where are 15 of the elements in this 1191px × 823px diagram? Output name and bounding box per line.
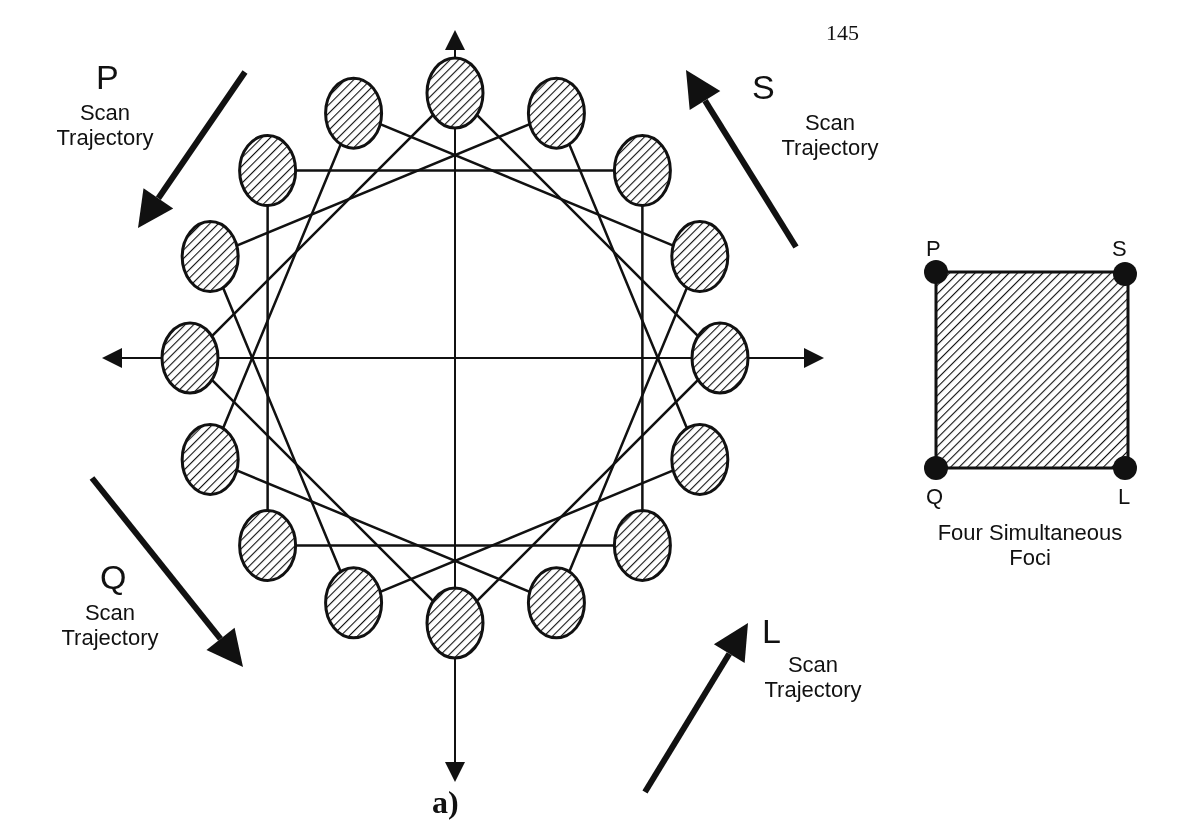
scan-text: Scan Trajectory <box>763 652 863 703</box>
scan-text: Scan Trajectory <box>55 100 155 151</box>
scan-text: Scan Trajectory <box>780 110 880 161</box>
focus-letter: Q <box>926 484 945 510</box>
scan-letter: S <box>752 68 776 108</box>
scan-letter: Q <box>100 558 128 598</box>
focus-letter: P <box>926 236 942 262</box>
focus-letter: S <box>1112 236 1128 262</box>
scan-letter: L <box>762 612 782 652</box>
foci-text: Four Simultaneous Foci <box>936 520 1124 571</box>
figure-caption: a) <box>432 784 460 821</box>
scan-text: Scan Trajectory <box>60 600 160 651</box>
scan-letter: P <box>96 58 120 98</box>
page-number: 145 <box>826 20 860 46</box>
focus-letter: L <box>1118 484 1132 510</box>
